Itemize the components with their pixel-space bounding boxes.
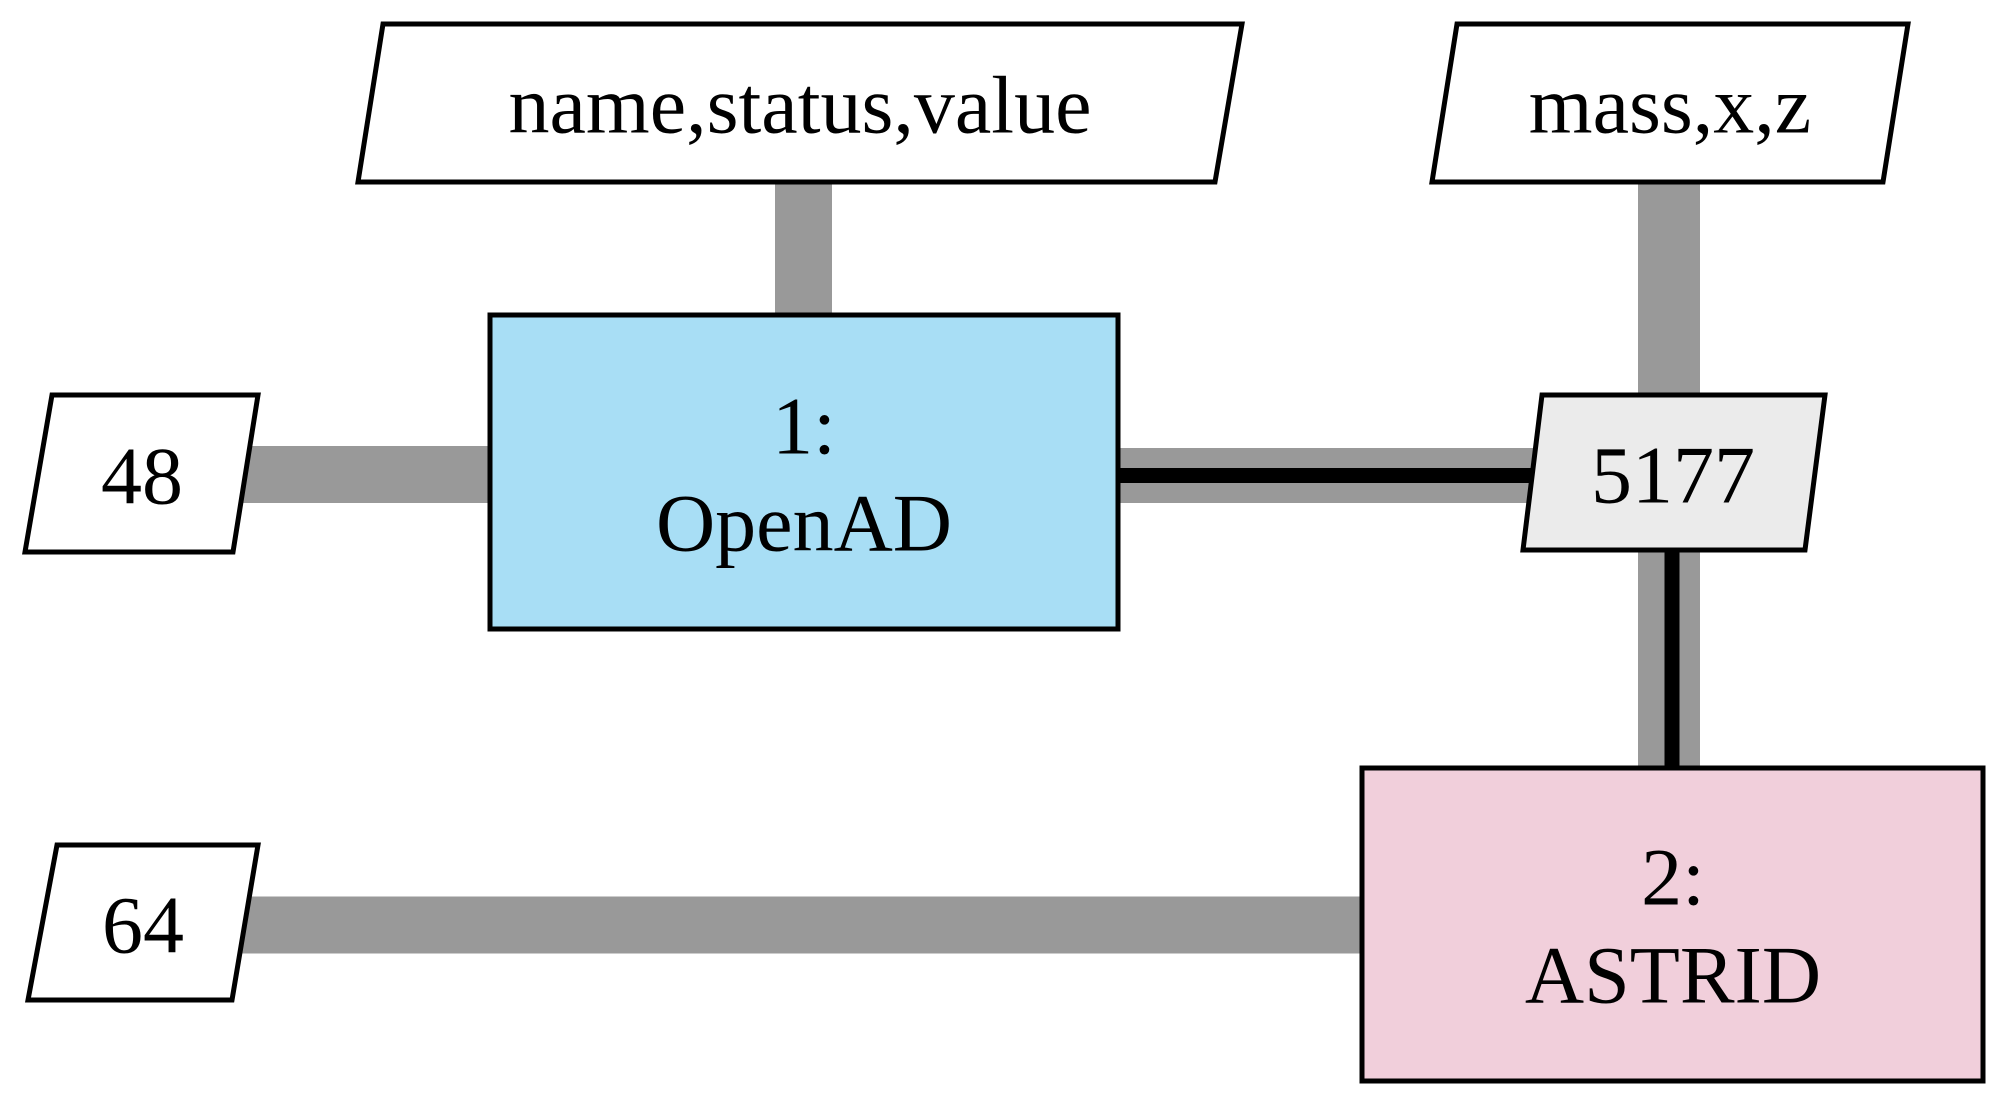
- label-48: 48: [101, 431, 183, 522]
- label-5177: 5177: [1591, 430, 1755, 521]
- node-mass-x-z: [1429, 21, 1911, 185]
- edge-group: [238, 178, 1700, 954]
- node-name-status-value: [355, 21, 1245, 185]
- node-64: [24, 842, 261, 1003]
- label-process-2-name: ASTRID: [1525, 930, 1821, 1021]
- label-name-status-value: name,status,value: [509, 60, 1092, 151]
- label-group: name,status,value mass,x,z 48 5177 64 1:…: [101, 60, 1821, 1021]
- node-5177: [1520, 392, 1828, 553]
- label-process-2-number: 2:: [1641, 832, 1705, 923]
- node-process-1-openad: [487, 312, 1121, 632]
- node-48: [22, 392, 261, 555]
- node-group: [22, 21, 1986, 1084]
- label-64: 64: [102, 880, 184, 971]
- label-process-1-number: 1:: [772, 381, 836, 472]
- label-mass-x-z: mass,x,z: [1529, 60, 1811, 151]
- label-process-1-name: OpenAD: [656, 478, 952, 569]
- node-process-2-astrid: [1359, 765, 1986, 1084]
